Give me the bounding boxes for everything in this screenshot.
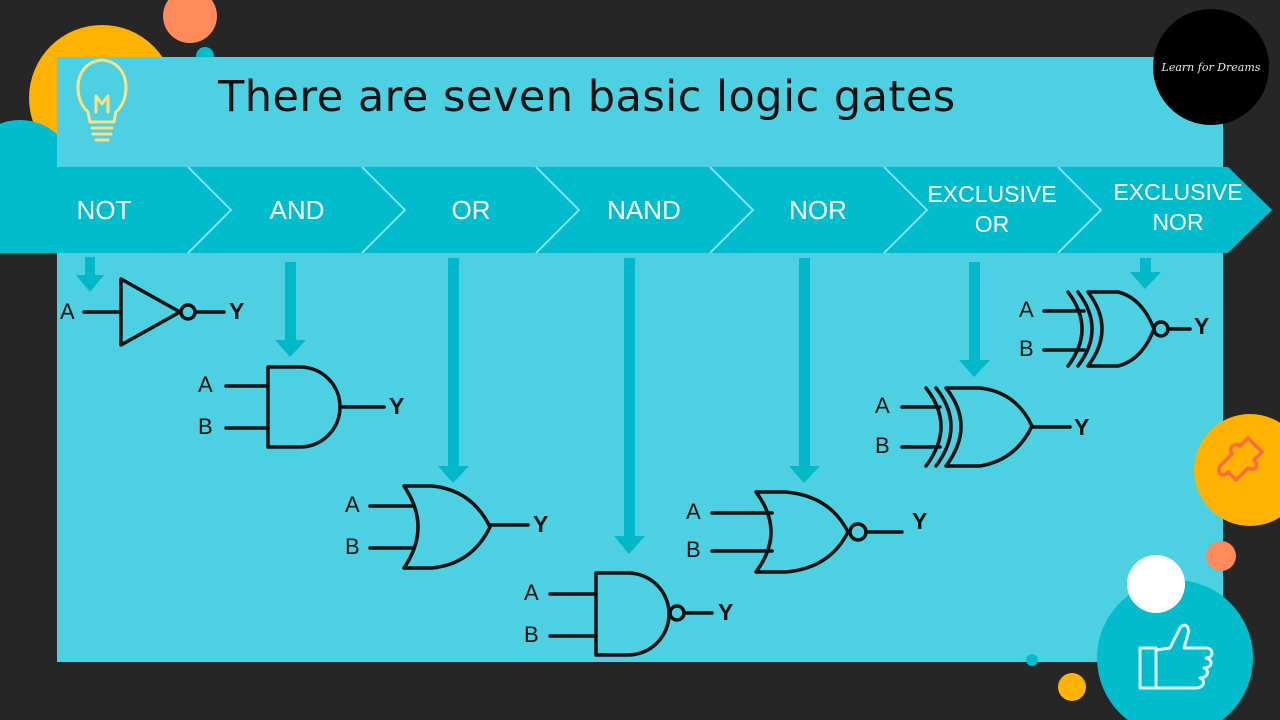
down-arrows: [76, 257, 1161, 554]
teal-circle-bottom: [1097, 580, 1253, 720]
arrow-xnor: [1130, 258, 1161, 289]
label-or: OR: [451, 195, 491, 225]
nand-gate-symbol: [548, 571, 714, 657]
teal-dot-bottom: [1026, 654, 1038, 666]
arrow-nand: [614, 258, 645, 554]
thumbs-up-icon: [1138, 623, 1214, 690]
xor-input-b: B: [875, 433, 890, 458]
label-not: NOT: [76, 195, 132, 225]
arrow-nor: [789, 258, 820, 483]
and-output-y: Y: [389, 393, 405, 419]
or-output-y: Y: [533, 511, 549, 537]
or-input-b: B: [345, 534, 360, 559]
nor-gate-symbol: [710, 490, 904, 574]
not-input-a: A: [60, 299, 75, 324]
gate-band: [0, 166, 1272, 254]
arrow-and: [275, 262, 306, 357]
yellow-circle-right: [1194, 414, 1280, 526]
puzzle-icon: [1217, 436, 1264, 482]
slide-title: There are seven basic logic gates: [218, 72, 956, 122]
lightbulb-icon: [76, 58, 128, 142]
and-gate-symbol: [224, 365, 386, 449]
xor-output-y: Y: [1074, 414, 1090, 440]
nor-input-b: B: [686, 537, 701, 562]
white-dot: [1127, 555, 1185, 613]
and-input-b: B: [198, 414, 213, 439]
xnor-input-b: B: [1019, 336, 1034, 361]
nor-input-a: A: [686, 499, 701, 524]
not-gate-symbol: [82, 277, 226, 347]
xor-gate-symbol: [900, 386, 1072, 468]
arrow-not: [76, 257, 104, 292]
xnor-input-a: A: [1019, 297, 1034, 322]
label-and: AND: [269, 195, 325, 225]
nand-input-b: B: [524, 622, 539, 647]
or-gate-symbol: [368, 484, 530, 570]
nor-output-y: Y: [912, 508, 928, 534]
arrow-xor: [959, 262, 990, 377]
arrow-or: [438, 258, 469, 483]
brand-logo: Learn for Dreams: [1153, 9, 1269, 125]
content-panel: [57, 57, 1223, 662]
xnor-output-y: Y: [1194, 313, 1210, 339]
nand-input-a: A: [524, 580, 539, 605]
label-nand: NAND: [607, 195, 681, 225]
label-nor: NOR: [789, 195, 847, 225]
orange-dot-right: [1206, 541, 1236, 571]
xnor-gate-symbol: [1042, 290, 1192, 368]
nand-output-y: Y: [718, 599, 734, 625]
or-input-a: A: [345, 492, 360, 517]
and-input-a: A: [198, 372, 213, 397]
xor-input-a: A: [875, 393, 890, 418]
not-output-y: Y: [229, 298, 245, 324]
orange-dot-top: [163, 0, 217, 43]
logo-text: Learn for Dreams: [1161, 60, 1261, 74]
yellow-dot-bottom: [1058, 673, 1086, 701]
